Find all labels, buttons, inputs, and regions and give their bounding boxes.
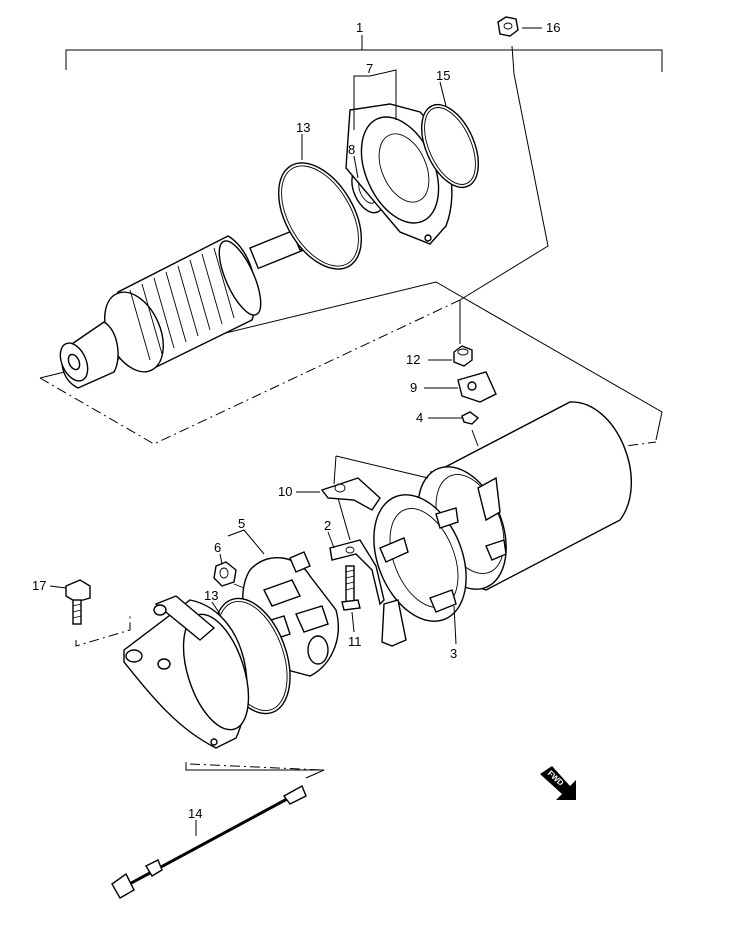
fwd-arrow-icon: FWD bbox=[540, 766, 576, 800]
callout-13-lower: 13 bbox=[204, 588, 218, 603]
callout-8: 8 bbox=[348, 142, 355, 157]
callout-7: 7 bbox=[366, 61, 373, 76]
through-bolt bbox=[111, 785, 307, 899]
callout-labels: 1 16 7 15 13 8 12 9 4 10 2 5 6 17 13 11 … bbox=[32, 20, 560, 821]
callout-11: 11 bbox=[348, 634, 362, 649]
nut-16 bbox=[497, 16, 519, 37]
brush-holder-ring bbox=[373, 494, 467, 622]
nut-12 bbox=[453, 345, 473, 367]
brush-clip-10 bbox=[320, 455, 429, 511]
callout-13-upper: 13 bbox=[296, 120, 310, 135]
callout-2: 2 bbox=[324, 518, 331, 533]
washer-6 bbox=[213, 561, 245, 589]
assembly-bracket bbox=[65, 35, 663, 72]
o-ring-front bbox=[420, 103, 480, 189]
callout-3: 3 bbox=[450, 646, 457, 661]
screw-11 bbox=[341, 565, 361, 611]
rear-housing bbox=[123, 595, 250, 749]
callout-10: 10 bbox=[278, 484, 292, 499]
callout-17: 17 bbox=[32, 578, 46, 593]
callout-6: 6 bbox=[214, 540, 221, 555]
callout-15: 15 bbox=[436, 68, 450, 83]
callout-14: 14 bbox=[188, 806, 202, 821]
callout-1: 1 bbox=[356, 20, 363, 35]
callout-16: 16 bbox=[546, 20, 560, 35]
leader-lines bbox=[49, 27, 542, 836]
callout-12: 12 bbox=[406, 352, 420, 367]
o-ring-upper bbox=[277, 162, 363, 270]
callout-5: 5 bbox=[238, 516, 245, 531]
washer-4 bbox=[461, 411, 480, 425]
brush-2 bbox=[329, 539, 407, 647]
callout-4: 4 bbox=[416, 410, 423, 425]
bolt-17 bbox=[65, 579, 91, 625]
callout-9: 9 bbox=[410, 380, 417, 395]
plate-9 bbox=[457, 371, 497, 403]
